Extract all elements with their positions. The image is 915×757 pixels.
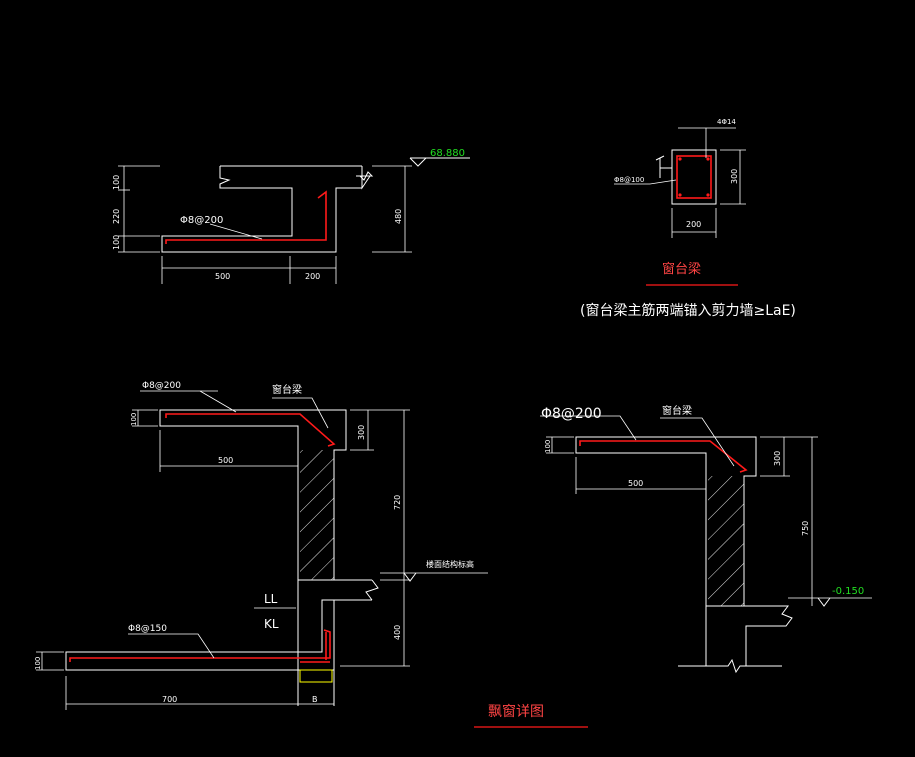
top-left-dim-bottom-1: 500 bbox=[215, 272, 230, 281]
top-left-dim-bottom-2: 200 bbox=[305, 272, 320, 281]
bottom-left-level-label: 楼面结构标高 bbox=[426, 559, 474, 569]
top-left-leader bbox=[209, 223, 263, 240]
main-title: 飘窗详图 bbox=[488, 703, 544, 720]
rebar-dot bbox=[678, 193, 682, 197]
bottom-left-overhang-dim: 500 bbox=[218, 456, 233, 465]
top-left-dim-left-2: 220 bbox=[112, 209, 121, 224]
top-left-level-label: 68.880 bbox=[430, 148, 465, 159]
bottom-left-bottom-slab-dim: 100 bbox=[34, 657, 42, 670]
bottom-right-rebar-label: Φ8@200 bbox=[541, 406, 602, 422]
bottom-right-wall-hatch bbox=[708, 476, 744, 606]
beam-break bbox=[655, 155, 665, 178]
bottom-left-slab-dim: 100 bbox=[130, 413, 138, 426]
beam-section-outline bbox=[671, 149, 717, 205]
beam-top-rebar-label: 4Φ14 bbox=[717, 118, 736, 126]
beam-stirrup bbox=[676, 155, 712, 199]
leader bbox=[660, 417, 735, 467]
leader bbox=[272, 397, 329, 429]
rebar-dot bbox=[706, 157, 710, 161]
bottom-left-beam-dim: 300 bbox=[357, 425, 366, 440]
bottom-right-floor-outline bbox=[678, 605, 793, 674]
bottom-right-mid-dim: 750 bbox=[801, 521, 810, 536]
beam-stirrup-label: Φ8@100 bbox=[614, 176, 644, 184]
level-symbol bbox=[403, 572, 417, 582]
bottom-right-beam-label: 窗台梁 bbox=[662, 404, 692, 417]
bottom-left-bottom-dim-1: 700 bbox=[162, 695, 177, 704]
bottom-left-upper-rebar bbox=[165, 413, 336, 447]
beam-height-label: 300 bbox=[730, 169, 739, 184]
top-right-detail: 4Φ14 Φ8@100 300 200 窗台梁 (窗台梁主筋两端锚入剪力墙≥La… bbox=[580, 118, 796, 319]
bottom-left-mid-dim: 720 bbox=[393, 495, 402, 510]
top-left-level-symbol bbox=[409, 157, 470, 167]
lower-beam-lines bbox=[297, 600, 335, 706]
bottom-left-kl-label: KL bbox=[264, 617, 279, 631]
bottom-left-rebar-bottom-label: Φ8@150 bbox=[128, 624, 167, 634]
top-rebar-leader bbox=[678, 127, 736, 158]
bottom-right-slab-dim: 100 bbox=[544, 440, 552, 453]
rebar-dot bbox=[678, 157, 682, 161]
top-left-detail: Φ8@200 100 220 100 500 200 480 68.880 bbox=[112, 148, 470, 284]
bottom-right-beam-dim: 300 bbox=[773, 451, 782, 466]
bottom-left-wall-hatch bbox=[300, 450, 334, 580]
bottom-right-overhang-dim: 500 bbox=[628, 479, 643, 488]
bottom-right-rebar bbox=[579, 440, 748, 473]
bottom-left-bottom-dim-2: B bbox=[312, 695, 318, 704]
top-left-dim-left-1: 100 bbox=[112, 175, 121, 190]
bottom-left-ll-label: LL bbox=[264, 592, 278, 606]
bottom-left-highlight bbox=[299, 669, 333, 683]
bottom-right-detail: Φ8@200 窗台梁 100 500 300 750 -0.150 bbox=[540, 404, 872, 674]
leader bbox=[540, 415, 637, 441]
top-left-rebar bbox=[165, 190, 327, 244]
beam-note: (窗台梁主筋两端锚入剪力墙≥LaE) bbox=[580, 302, 796, 319]
bottom-left-lower-rebar bbox=[69, 629, 331, 663]
bottom-left-detail: Φ8@200 窗台梁 100 500 300 720 400 楼面结构标高 LL bbox=[34, 381, 488, 710]
bottom-left-rebar-top-label: Φ8@200 bbox=[142, 381, 181, 391]
bottom-right-level-label: -0.150 bbox=[832, 586, 864, 597]
beam-width-label: 200 bbox=[686, 220, 701, 229]
leader bbox=[128, 633, 215, 659]
top-left-break-line bbox=[356, 171, 374, 181]
top-left-rebar-label: Φ8@200 bbox=[180, 215, 223, 226]
leader bbox=[199, 390, 237, 413]
beam-title: 窗台梁 bbox=[662, 261, 701, 277]
rebar-dot bbox=[706, 193, 710, 197]
top-left-dim-right: 480 bbox=[394, 209, 403, 224]
top-left-dim-left-3: 100 bbox=[112, 235, 121, 250]
top-left-section-outline bbox=[161, 165, 371, 253]
main-title-group: 飘窗详图 bbox=[474, 703, 588, 728]
stirrup-leader bbox=[614, 179, 677, 185]
bottom-left-floor-outline bbox=[65, 579, 379, 671]
bottom-left-lower-dim: 400 bbox=[393, 625, 402, 640]
level-symbol bbox=[817, 597, 831, 607]
bottom-left-beam-label: 窗台梁 bbox=[272, 383, 302, 396]
